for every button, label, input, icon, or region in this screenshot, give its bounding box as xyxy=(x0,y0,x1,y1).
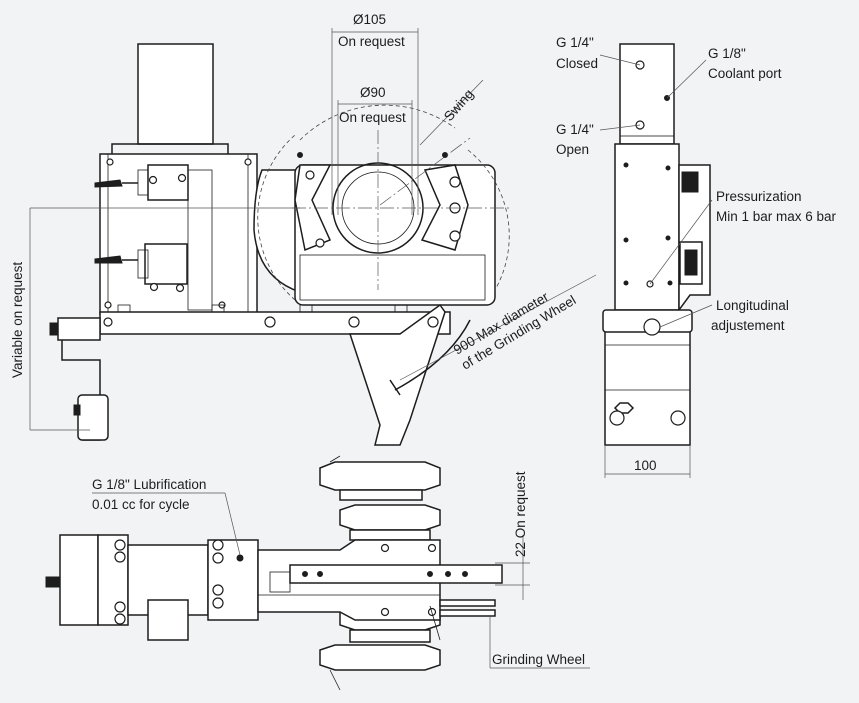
grinding-wheel-label: Grinding Wheel xyxy=(492,652,585,667)
lubrication-port xyxy=(236,554,244,562)
swing-label: Swing xyxy=(441,86,476,124)
adjust-screw xyxy=(643,318,661,336)
swing-arm xyxy=(253,169,301,294)
top-view xyxy=(45,455,590,691)
g18-coolant-line2: Coolant port xyxy=(708,66,782,81)
dia90-label: Ø90 xyxy=(360,85,386,100)
pressurization-line2: Min 1 bar max 6 bar xyxy=(716,209,837,224)
front-view xyxy=(29,28,597,446)
fitting-lower xyxy=(94,255,123,264)
g14-open-line2: Open xyxy=(556,142,589,157)
g14-closed-line2: Closed xyxy=(556,56,598,71)
variable-label: Variable on request xyxy=(10,262,25,378)
side-view xyxy=(599,43,713,478)
dia105-label: Ø105 xyxy=(353,12,386,27)
side-motor xyxy=(619,43,675,145)
longitudinal-line2: adjustement xyxy=(711,318,785,333)
plan-left-block xyxy=(59,534,99,626)
pressurization-line1: Pressurization xyxy=(716,189,802,204)
fitting-upper xyxy=(94,179,123,188)
dia90-note: On request xyxy=(339,110,406,125)
on-request-22-label: 22 On request xyxy=(513,471,528,557)
lower-cylinder xyxy=(144,243,188,285)
left-jaw xyxy=(294,164,332,252)
left-bracket xyxy=(57,317,101,341)
dim-100-label: 100 xyxy=(634,458,657,473)
chute xyxy=(348,303,446,446)
motor-housing xyxy=(137,43,214,145)
longitudinal-line1: Longitudinal xyxy=(716,298,789,313)
dia105-note: On request xyxy=(338,34,405,49)
g14-closed-line1: G 1/4" xyxy=(556,35,594,50)
clamp-block xyxy=(77,394,109,441)
lubrication-line2: 0.01 cc for cycle xyxy=(92,497,190,512)
g14-open-line1: G 1/4" xyxy=(556,122,594,137)
lubrication-line1: G 1/8" Lubrification xyxy=(92,477,206,492)
g18-coolant-line1: G 1/8" xyxy=(708,46,746,61)
